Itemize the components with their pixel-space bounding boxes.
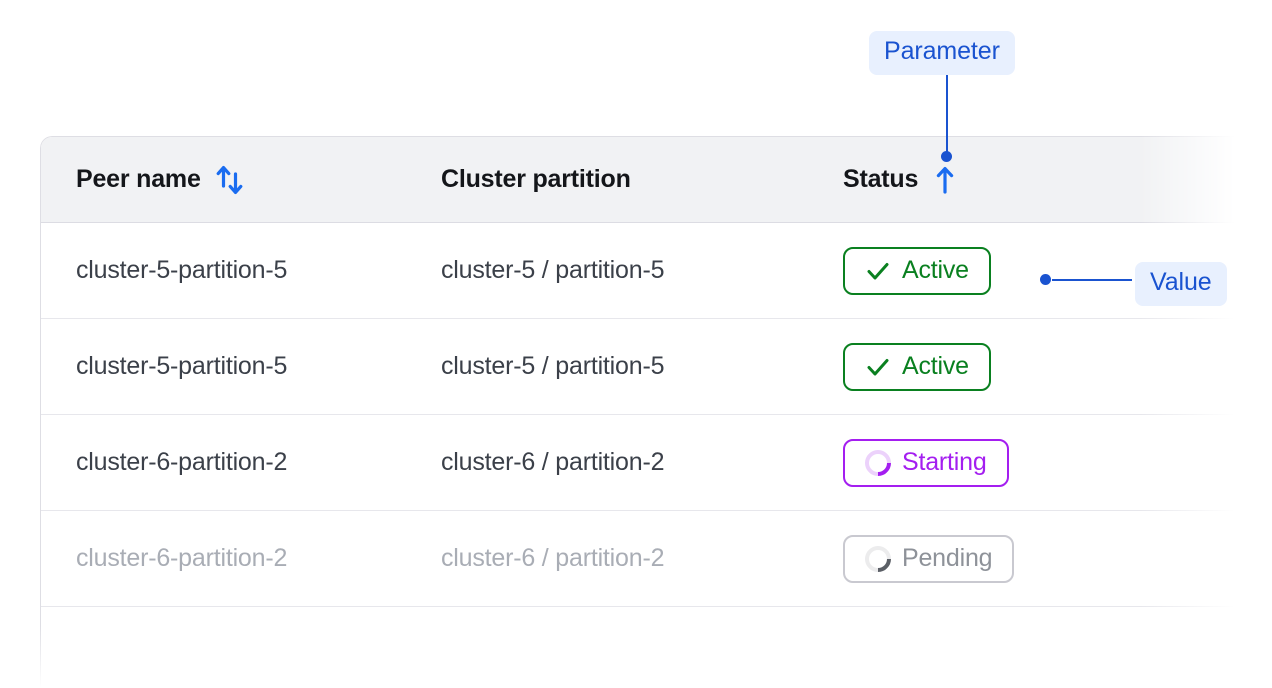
- parameter-leader-dot: [941, 151, 952, 162]
- column-header-label: Status: [843, 165, 919, 193]
- peers-table: Peer name Cluster partition Status: [40, 136, 1272, 688]
- cell-cluster-partition: cluster-5 / partition-5: [441, 352, 665, 380]
- cell-cluster-partition: cluster-6 / partition-2: [441, 544, 665, 572]
- sort-both-arrows-icon[interactable]: [215, 164, 245, 196]
- status-badge: Starting: [843, 438, 1009, 487]
- status-label: Active: [902, 256, 969, 284]
- column-header-label: Peer name: [76, 165, 201, 193]
- cell-cluster-partition: cluster-6 / partition-2: [441, 448, 665, 476]
- table-header-row: Peer name Cluster partition Status: [41, 137, 1272, 223]
- table-row[interactable]: cluster-5-partition-5 cluster-5 / partit…: [41, 223, 1272, 319]
- cell-peer-name: cluster-5-partition-5: [76, 256, 288, 284]
- status-label: Active: [902, 352, 969, 380]
- status-badge: Pending: [843, 534, 1015, 583]
- table-row[interactable]: cluster-6-partition-2 cluster-6 / partit…: [41, 511, 1272, 607]
- status-badge: Active: [843, 246, 991, 295]
- spinner-icon: [859, 540, 897, 577]
- cell-peer-name: cluster-6-partition-2: [76, 544, 288, 572]
- sort-ascending-arrow-icon[interactable]: [932, 164, 958, 196]
- status-label: Pending: [902, 544, 993, 572]
- check-icon: [865, 354, 891, 380]
- status-badge: Active: [843, 342, 991, 391]
- value-callout: Value: [1135, 262, 1227, 306]
- value-leader-dot: [1040, 274, 1051, 285]
- check-icon: [865, 258, 891, 284]
- spinner-icon: [859, 444, 897, 481]
- status-label: Starting: [902, 448, 987, 476]
- cell-peer-name: cluster-5-partition-5: [76, 352, 288, 380]
- column-header-peer-name[interactable]: Peer name: [41, 164, 441, 196]
- cell-peer-name: cluster-6-partition-2: [76, 448, 288, 476]
- parameter-leader-line: [946, 72, 948, 156]
- column-header-status[interactable]: Status: [843, 164, 1272, 196]
- table-row[interactable]: cluster-5-partition-5 cluster-5 / partit…: [41, 319, 1272, 415]
- parameter-callout: Parameter: [869, 31, 1015, 75]
- value-leader-line: [1052, 279, 1132, 281]
- column-header-cluster-partition[interactable]: Cluster partition: [441, 165, 843, 194]
- column-header-label: Cluster partition: [441, 165, 631, 193]
- table-row-partial[interactable]: [41, 607, 1272, 688]
- table-row[interactable]: cluster-6-partition-2 cluster-6 / partit…: [41, 415, 1272, 511]
- cell-cluster-partition: cluster-5 / partition-5: [441, 256, 665, 284]
